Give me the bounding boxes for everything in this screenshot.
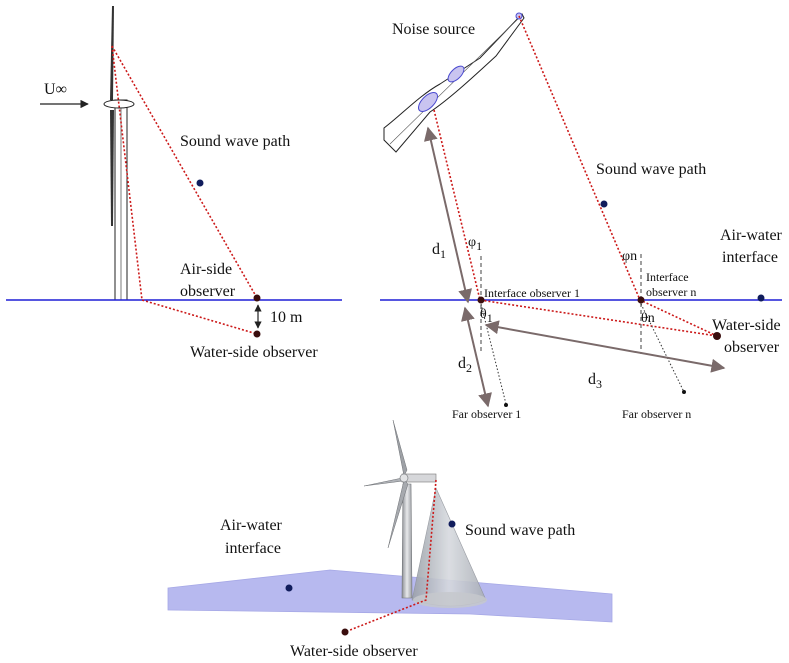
d1-arrow bbox=[424, 126, 472, 304]
far-observer-1-label: Far observer 1 bbox=[452, 407, 521, 421]
phi1-label: φ1 bbox=[468, 235, 482, 253]
sound-wave-path-label-a: Sound wave path bbox=[180, 133, 290, 150]
sound-path-a bbox=[111, 45, 258, 299]
interface-observer-n-label-2: observer n bbox=[646, 285, 696, 299]
refracted-ray-n bbox=[640, 303, 685, 393]
interface-marker-b bbox=[757, 294, 765, 302]
u-inf-label: U∞ bbox=[44, 81, 67, 98]
air-side-observer-label-2: observer bbox=[180, 283, 236, 300]
d2-arrow bbox=[461, 306, 492, 408]
interface-marker-c bbox=[285, 584, 293, 592]
water-side-observer-label-c: Water-side observer bbox=[290, 643, 418, 660]
far-observer-n-point bbox=[682, 390, 686, 394]
hub-3d bbox=[399, 473, 409, 483]
water-side-observer-point-b bbox=[713, 332, 721, 340]
interface-observer-1-label: Interface observer 1 bbox=[484, 286, 580, 300]
d1-label: d1 bbox=[432, 241, 446, 261]
interface-observer-n-point bbox=[637, 296, 645, 304]
distance-label: 10 m bbox=[270, 309, 303, 326]
water-side-observer-label-b-1: Water-side bbox=[712, 317, 781, 334]
turbine-hub bbox=[103, 99, 135, 109]
air-water-label-c-1: Air-water bbox=[220, 517, 283, 534]
sound-path-a-low bbox=[111, 45, 258, 335]
sound-cone bbox=[411, 487, 487, 607]
noise-source-blob-2 bbox=[418, 92, 438, 112]
d3-label: d3 bbox=[588, 371, 602, 391]
water-side-observer-point-c bbox=[341, 628, 349, 636]
panel-c: Sound wave path Air-water interface Wate… bbox=[167, 419, 613, 660]
panel-b: Noise source Air-water interface Sound w… bbox=[380, 12, 783, 421]
noise-source-label: Noise source bbox=[392, 21, 475, 38]
cone-base bbox=[413, 592, 487, 608]
turbine-blade-upper bbox=[110, 6, 114, 100]
air-side-observer-label-1: Air-side bbox=[180, 261, 232, 278]
path-marker-a bbox=[196, 179, 204, 187]
sound-path-b-1 bbox=[433, 109, 718, 337]
d3-arrow bbox=[484, 320, 726, 373]
sound-wave-path-label-b: Sound wave path bbox=[596, 161, 706, 178]
air-water-label-b-2: interface bbox=[722, 249, 778, 266]
water-side-observer-label-b-2: observer bbox=[724, 339, 780, 356]
blade-3d-up bbox=[392, 419, 408, 477]
air-side-observer-point bbox=[253, 294, 261, 302]
d2-label: d2 bbox=[458, 355, 472, 375]
phin-label: φn bbox=[622, 249, 637, 264]
thetan-label: θn bbox=[641, 311, 655, 326]
sound-wave-path-label-c: Sound wave path bbox=[465, 522, 575, 539]
water-side-observer-point-a bbox=[253, 330, 261, 338]
noise-source-blob-1 bbox=[447, 65, 465, 83]
air-water-label-c-2: interface bbox=[225, 540, 281, 557]
water-side-observer-label-a: Water-side observer bbox=[190, 344, 318, 361]
far-observer-n-label: Far observer n bbox=[622, 407, 691, 421]
turbine-tower-3d bbox=[401, 483, 413, 599]
path-marker-b bbox=[600, 200, 608, 208]
water-plane bbox=[167, 569, 613, 623]
interface-observer-1-point bbox=[477, 296, 485, 304]
air-water-label-b-1: Air-water bbox=[720, 227, 783, 244]
turbine-blade-lower bbox=[110, 110, 114, 226]
blade-3d-side bbox=[363, 477, 404, 487]
panel-a: U∞ Sound wave path Air-side observer 10 … bbox=[6, 6, 342, 361]
sound-path-c bbox=[344, 479, 437, 633]
far-observer-1-point bbox=[504, 403, 508, 407]
theta1-label: θ1 bbox=[480, 307, 493, 325]
cone-marker bbox=[448, 520, 456, 528]
blade-3d-down bbox=[387, 479, 409, 549]
interface-observer-n-label-1: Interface bbox=[646, 270, 689, 284]
blade-outline bbox=[383, 13, 525, 153]
